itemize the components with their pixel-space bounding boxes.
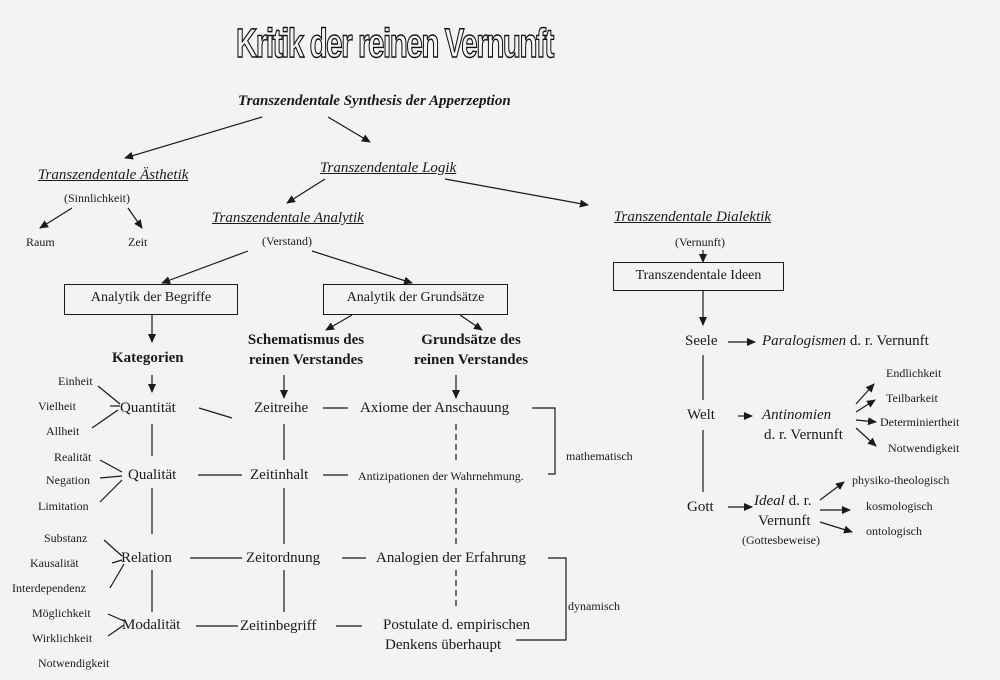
page-title: Kritik der reinen Vernunft xyxy=(235,19,554,66)
gottesbeweise-label: (Gottesbeweise) xyxy=(742,533,820,547)
antinomie-item: Teilbarkeit xyxy=(886,391,938,405)
ideal-line1: Ideal d. r. xyxy=(754,494,812,509)
antinomie-item: Endlichkeit xyxy=(886,366,942,380)
grundsaetze-rv-line2: reinen Verstandes xyxy=(413,352,529,368)
logik-label: Transzendentale Logik xyxy=(320,160,457,176)
arrow-to-dialektik xyxy=(444,178,589,208)
schema-zeitinhalt: Zeitinhalt xyxy=(250,467,309,483)
category-item: Kausalität xyxy=(30,556,79,570)
gottesbeweis-item: kosmologisch xyxy=(866,499,933,513)
schema-zeitordnung: Zeitordnung xyxy=(246,550,321,566)
antinomien-label: Antinomien xyxy=(762,407,832,423)
analytik-faculty: (Verstand) xyxy=(262,234,312,248)
category-item: Einheit xyxy=(58,374,93,388)
arrow-to-grundsaetze-rv xyxy=(459,314,483,331)
principle-postulate-line1: Postulate d. empirischen xyxy=(383,617,531,633)
group-dynamisch: dynamisch xyxy=(568,599,620,613)
grundsaetze-rv-line1: Grundsätze des xyxy=(421,332,521,348)
gott-label: Gott xyxy=(687,499,714,515)
zeit-label: Zeit xyxy=(128,235,148,249)
category-item: Allheit xyxy=(46,424,80,438)
principle-antizipationen: Antizipationen der Wahrnehmung. xyxy=(358,469,524,483)
qualitaet-label: Qualität xyxy=(128,467,177,483)
group-mathematisch: mathematisch xyxy=(566,449,633,463)
category-item: Möglichkeit xyxy=(32,606,91,620)
arrow-to-begriffe xyxy=(161,250,249,284)
ideen-box: Transzendentale Ideen xyxy=(613,262,784,291)
gottesbeweis-item: ontologisch xyxy=(866,524,922,538)
antinomie-item: Notwendigkeit xyxy=(888,441,960,455)
schematismus-line1: Schematismus des xyxy=(247,332,365,348)
dialektik-faculty: (Vernunft) xyxy=(675,235,725,249)
category-item: Limitation xyxy=(38,499,89,513)
arrow-to-raum xyxy=(39,207,73,229)
antinomien-suffix: d. r. Vernunft xyxy=(764,427,843,443)
welt-label: Welt xyxy=(687,407,715,423)
subtitle: Transzendentale Synthesis der Apperzepti… xyxy=(238,93,511,109)
begriffe-box: Analytik der Begriffe xyxy=(64,284,238,315)
category-item: Realität xyxy=(54,450,92,464)
arrow-to-zeit xyxy=(127,207,143,229)
raum-label: Raum xyxy=(26,235,55,249)
paralogismen-label: Paralogismen xyxy=(762,333,847,349)
kategorien-heading: Kategorien xyxy=(112,350,184,366)
category-item: Vielheit xyxy=(38,399,76,413)
quantitaet-label: Quantität xyxy=(120,400,176,416)
arrow-to-aesthetik xyxy=(124,116,263,160)
category-item: Negation xyxy=(46,473,90,487)
schema-zeitreihe: Zeitreihe xyxy=(254,400,309,416)
aesthetik-faculty: (Sinnlichkeit) xyxy=(64,191,130,205)
seele-label: Seele xyxy=(685,333,718,349)
ideal-suffix: d. r. xyxy=(784,493,812,509)
principle-analogien: Analogien der Erfahrung xyxy=(376,550,526,566)
modalitaet-label: Modalität xyxy=(122,617,181,633)
aesthetik-label: Transzendentale Ästhetik xyxy=(38,167,189,183)
ideal-label: Ideal xyxy=(754,493,785,509)
antinomie-item: Determiniertheit xyxy=(880,415,960,429)
principle-axiome: Axiome der Anschauung xyxy=(360,400,510,416)
category-item: Wirklichkeit xyxy=(32,631,93,645)
category-item: Substanz xyxy=(44,531,88,545)
principle-postulate-line2: Denkens überhaupt xyxy=(385,637,502,653)
relation-label: Relation xyxy=(121,550,172,566)
grundsaetze-box: Analytik der Grundsätze xyxy=(323,284,508,315)
ideal-line2: Vernunft xyxy=(758,513,811,529)
seele-result: Paralogismen d. r. Vernunft xyxy=(762,334,929,349)
category-item: Notwendigkeit xyxy=(38,656,110,670)
analytik-label: Transzendentale Analytik xyxy=(212,210,364,226)
gottesbeweis-item: physiko-theologisch xyxy=(852,473,950,487)
category-item: Interdependenz xyxy=(12,581,86,595)
arrow-to-analytik xyxy=(286,178,326,204)
schema-zeitinbegriff: Zeitinbegriff xyxy=(240,618,317,634)
arrow-to-schematismus xyxy=(325,314,353,331)
schematismus-line2: reinen Verstandes xyxy=(248,352,364,368)
arrow-to-grundsaetze xyxy=(311,250,413,285)
dialektik-label: Transzendentale Dialektik xyxy=(614,209,772,225)
paralogismen-suffix: d. r. Vernunft xyxy=(846,333,929,349)
arrow-to-logik xyxy=(327,116,371,143)
